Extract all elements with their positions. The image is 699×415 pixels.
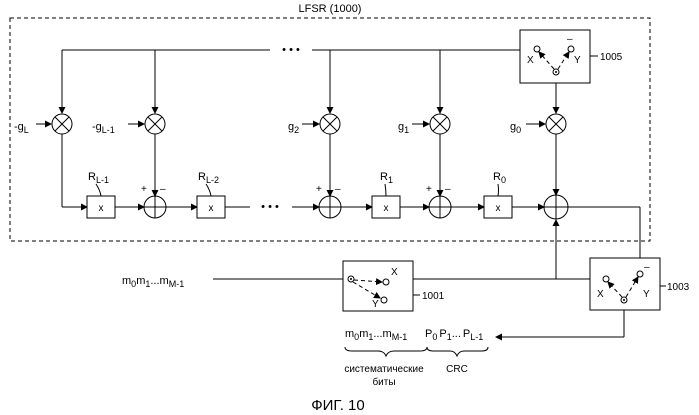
adder-3-plus: + [426,184,432,195]
label-R0: R0 [493,171,506,185]
brace-crc [427,347,488,356]
crc-label: CRC [446,364,468,375]
adder-1-plus: + [141,184,147,195]
ref-1003: 1003 [667,282,690,293]
row-ellipsis: • • • [261,201,279,213]
adder-1-minus: – [160,184,166,195]
register-R1-x: x [384,203,389,214]
top-feedback-line: • • • [62,44,520,56]
coeff-g2: g2 [288,121,299,135]
switch-1005: X Y – 1005 [520,30,623,83]
register-RL-2-x: x [209,203,214,214]
coeff-gL: -gL [14,121,29,135]
ref-1005: 1005 [600,52,623,63]
ref-1001: 1001 [422,291,445,302]
coeff-g1: g1 [398,121,409,135]
register-labels: RL-1 RL-2 R1 R0 [88,171,506,196]
label-RL-1: RL-1 [88,171,109,185]
systematic-bits-line2: биты [372,376,395,388]
coefficients: -gL -gL-1 g2 g1 g0 [14,121,545,135]
output-crc: P0P1...PL-1 [425,328,483,342]
adder-3-minus: – [445,184,451,195]
sw1003-x: X [597,289,604,300]
multiplier-g1 [430,114,450,134]
multiplier-gL [52,114,72,134]
multiplier-g2 [320,114,340,134]
multiplier-g0 [546,114,566,134]
sw1005-y: Y [574,55,581,66]
switch-1001: X Y 1001 [343,261,445,311]
shift-register-row: x x • • • x x [62,195,568,219]
sw1005-minus: – [567,34,573,45]
label-RL-2: RL-2 [198,171,219,185]
sw1001-y: Y [372,299,379,310]
sw1003-minus: – [644,262,650,273]
coeff-gL-1: -gL-1 [92,121,115,135]
switch-1003: X Y – 1003 [590,258,690,310]
brace-systematic [345,347,427,356]
sw1003-y: Y [643,289,650,300]
top-ellipsis: • • • [282,44,300,56]
sw1005-x: X [527,55,534,66]
coeff-g0: g0 [510,121,521,135]
systematic-bits-line1: систематические [344,364,424,375]
adder-2-minus: – [335,184,341,195]
adder-2-plus: + [316,184,322,195]
label-R1: R1 [380,171,393,185]
sw1001-x: X [391,267,398,278]
figure-caption: ФИГ. 10 [311,397,365,414]
register-R0-x: x [496,203,501,214]
register-RL-1-x: x [99,203,104,214]
multiplier-gL-1 [145,114,165,134]
input-sequence: m0m1...mM-1 [122,275,184,289]
output-message: m0m1...mM-1 [345,328,407,342]
diagram-title: LFSR (1000) [299,3,362,15]
